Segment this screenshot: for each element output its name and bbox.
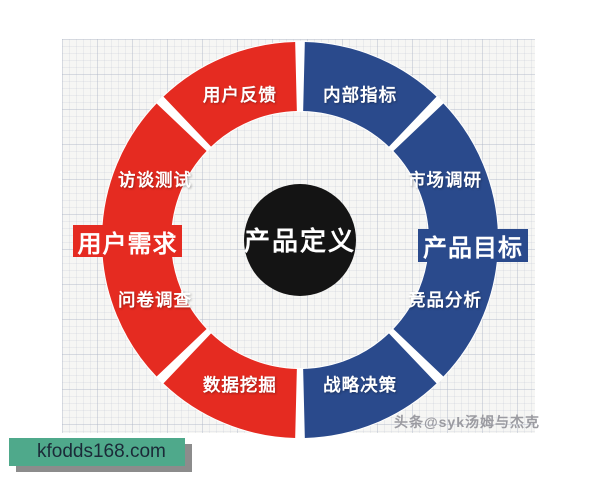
ring-segment [302,42,437,148]
ring-segment-label: 竞品分析 [408,290,482,310]
center-label: 产品定义 [244,226,356,256]
ring-segment [302,332,437,438]
ring-segment-label: 访谈测试 [118,170,192,190]
ring-segment [102,242,208,377]
credit-watermark: 头条@syk汤姆与杰克 [394,414,541,430]
ring-segment [163,42,298,148]
ring-segment-label: 内部指标 [323,85,397,105]
ring-segment-label: 问卷调查 [118,290,192,310]
ring-segment-label: 数据挖掘 [203,375,277,395]
ring-segment-label: 战略决策 [323,375,397,395]
ring-segments [102,42,498,438]
right-category-badge: 产品目标 [418,229,528,262]
ring-segment [163,332,298,438]
left-category-badge: 用户需求 [73,225,182,258]
site-watermark-badge: kfodds168.com [9,438,185,466]
ring-segment-label: 市场调研 [408,170,482,190]
ring-segment [392,103,498,238]
center-circle [244,184,356,296]
ring-segment [102,103,208,238]
ring-segment-label: 用户反馈 [203,85,277,105]
